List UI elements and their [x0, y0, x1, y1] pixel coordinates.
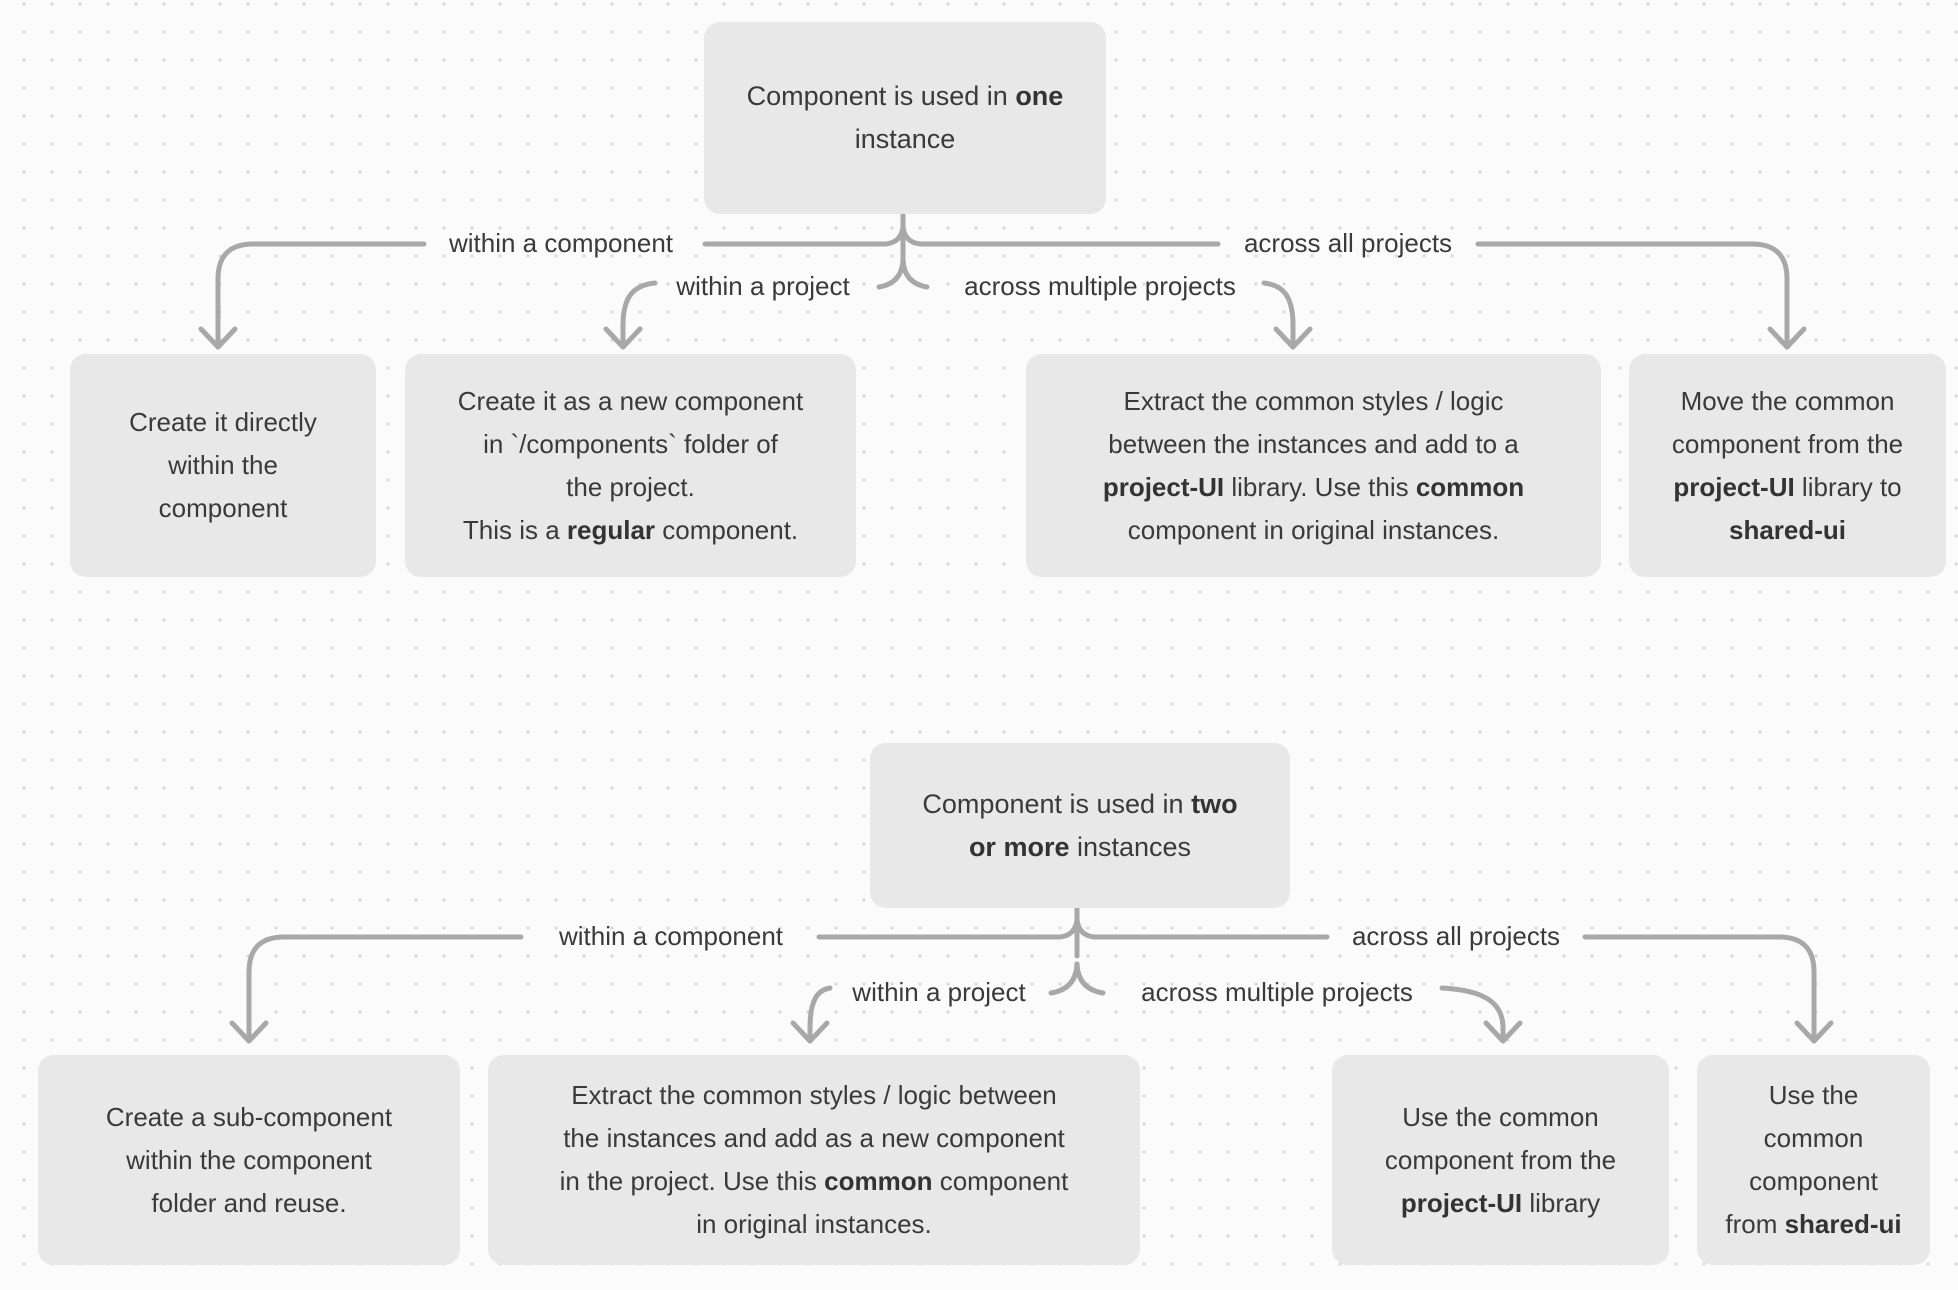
edge-label-within-a-component: within a component	[448, 227, 674, 258]
text-line: project-UI library to	[1673, 471, 1902, 502]
text-line: component from the	[1384, 1144, 1617, 1175]
text-line: within the component	[126, 1144, 372, 1175]
node-use-from-shared-ui: Use the common component from shared-ui	[1697, 1055, 1930, 1265]
t2-stem-connector	[816, 905, 1330, 996]
node-create-directly-within-component: Create it directly within the component	[70, 354, 376, 577]
text-line: component	[158, 493, 288, 523]
text-line: project-UI library. Use this common	[1102, 471, 1525, 502]
text-line: Move the common	[1680, 385, 1895, 416]
node-create-sub-component: Create a sub-component within the compone…	[38, 1055, 460, 1265]
edge-label-across-all-projects: across all projects	[1243, 227, 1453, 258]
text-line: between the instances and add to a	[1108, 428, 1519, 459]
text-line: in original instances.	[696, 1209, 932, 1239]
node-component-used-in-two-or-more-instances: Component is used in two or more instance…	[870, 743, 1290, 908]
t1-branch-within-component-connector	[198, 241, 427, 350]
t1-stem-connector	[702, 211, 1221, 290]
t2-branch-within-component-connector	[229, 934, 524, 1044]
arrow-down-icon	[1483, 1020, 1523, 1044]
text-line: shared-ui	[1728, 514, 1847, 545]
t2-branch-across-multiple-connector	[1439, 985, 1523, 1044]
edge-label-within-a-project: within a project	[852, 976, 1026, 1007]
text-line: Create it directly	[129, 407, 317, 437]
edge-label-across-multiple-projects: across multiple projects	[964, 270, 1236, 301]
arrow-down-icon	[198, 326, 238, 350]
text-line: in the project. Use this common componen…	[559, 1166, 1069, 1196]
edge-label-across-multiple-projects: across multiple projects	[1141, 976, 1413, 1007]
node-move-to-shared-ui: Move the common component from the project…	[1629, 354, 1946, 577]
arrow-down-icon	[603, 326, 643, 350]
edge-label-within-a-project: within a project	[676, 270, 850, 301]
t1-branch-within-project-connector	[603, 280, 658, 350]
arrow-down-icon	[790, 1020, 830, 1044]
text-line: the instances and add as a new component	[563, 1123, 1065, 1153]
text-line: or more instances	[968, 831, 1192, 862]
text-line: Component is used in one	[746, 81, 1064, 111]
node-component-used-in-one-instance: Component is used in one instance	[704, 22, 1106, 214]
text-line: instance	[854, 124, 956, 154]
text-line: common	[1763, 1123, 1864, 1153]
t1-branch-across-multiple-connector	[1261, 280, 1313, 350]
node-extract-to-project-ui-library: Extract the common styles / logic between…	[1026, 354, 1601, 577]
text-line: Component is used in two	[922, 788, 1238, 819]
text-line: component from the	[1671, 428, 1904, 459]
text-line: Create it as a new component	[457, 385, 804, 416]
text-line: Use the	[1768, 1080, 1859, 1110]
text-line: from shared-ui	[1725, 1209, 1902, 1239]
edge-label-within-a-component: within a component	[558, 920, 784, 951]
node-create-new-regular-component: Create it as a new component in `/compone…	[405, 354, 856, 577]
text-line: folder and reuse.	[151, 1187, 347, 1218]
text-line: the project.	[566, 471, 695, 502]
text-line: component	[1749, 1166, 1878, 1196]
edge-label-across-all-projects: across all projects	[1351, 920, 1561, 951]
text-line: in `/components` folder of	[483, 428, 778, 459]
text-line: Extract the common styles / logic	[1123, 385, 1504, 416]
node-use-from-project-ui-library: Use the common component from the project-…	[1332, 1055, 1669, 1265]
text-line: Use the common	[1402, 1101, 1599, 1132]
arrow-down-icon	[1767, 326, 1807, 350]
t2-branch-within-project-connector	[790, 985, 833, 1044]
text-line: within the	[168, 450, 278, 480]
arrow-down-icon	[1273, 326, 1313, 350]
text-line: This is a regular component.	[462, 514, 799, 545]
text-line: Extract the common styles / logic betwee…	[571, 1080, 1057, 1110]
text-line: project-UI library	[1400, 1187, 1601, 1218]
t2-branch-across-all-connector	[1582, 934, 1834, 1044]
arrow-down-icon	[229, 1020, 269, 1044]
text-line: Create a sub-component	[105, 1101, 393, 1132]
node-extract-common-component-in-project: Extract the common styles / logic betwee…	[488, 1055, 1140, 1265]
arrow-down-icon	[1794, 1020, 1834, 1044]
t1-branch-across-all-connector	[1475, 241, 1807, 350]
text-line: component in original instances.	[1127, 514, 1500, 545]
